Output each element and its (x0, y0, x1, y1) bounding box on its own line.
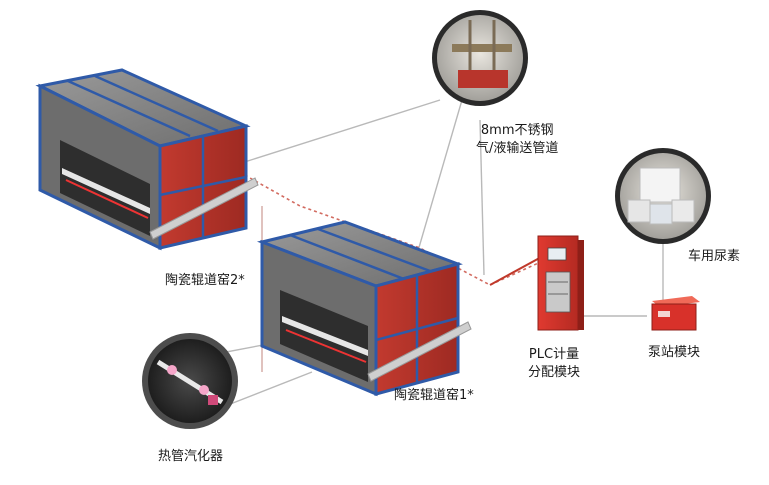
line-pipe-to-kiln2 (232, 100, 440, 166)
inset-vaporizer-photo (142, 333, 238, 429)
pipe-label-line2: 气/液输送管道 (476, 140, 558, 158)
plc-label-line2: 分配模块 (528, 364, 580, 382)
pump-panel (658, 311, 670, 317)
plc-cabinet (538, 236, 584, 330)
pipe-label-line1: 8mm不锈钢 (476, 122, 558, 140)
vaporizer-label: 热管汽化器 (158, 448, 223, 466)
plc-screen (548, 248, 566, 260)
plc-window (546, 272, 570, 312)
pump-label: 泵站模块 (648, 344, 700, 362)
urea-label: 车用尿素 (688, 248, 740, 266)
kiln1-label: 陶瓷辊道窑1* (394, 387, 474, 405)
kiln-2 (40, 70, 258, 248)
pipe-label: 8mm不锈钢 气/液输送管道 (476, 122, 558, 158)
inset-urea-photo (615, 148, 711, 244)
plc-label: PLC计量 分配模块 (528, 346, 580, 382)
inset-pipe-photo (432, 10, 528, 106)
line-pipe-to-kiln1 (413, 100, 462, 268)
pump-module (652, 296, 700, 330)
kiln-1 (262, 222, 471, 394)
plc-label-line1: PLC计量 (528, 346, 580, 364)
kiln2-label: 陶瓷辊道窑2* (165, 272, 245, 290)
pipe-to-plc (490, 255, 545, 285)
plc-side (578, 240, 584, 330)
